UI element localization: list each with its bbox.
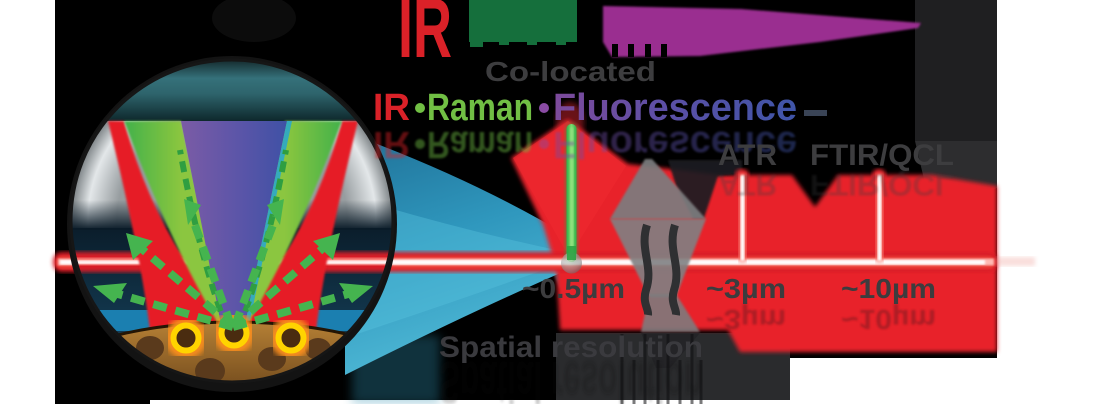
- svg-text:FTIR/QCL: FTIR/QCL: [810, 139, 954, 172]
- svg-text:~3µm: ~3µm: [706, 304, 786, 335]
- svg-text:Fluorescence: Fluorescence: [553, 87, 797, 129]
- svg-text:FTIR/QCL: FTIR/QCL: [810, 168, 954, 201]
- svg-text:IR: IR: [373, 123, 410, 165]
- svg-text:~0.5µm: ~0.5µm: [522, 273, 625, 304]
- svg-text:~3µm: ~3µm: [706, 273, 786, 304]
- svg-text:ATR: ATR: [718, 168, 777, 201]
- svg-text:ATR: ATR: [718, 139, 777, 172]
- svg-text:~10µm: ~10µm: [841, 273, 936, 304]
- svg-text:Co-located: Co-located: [485, 56, 656, 87]
- svg-text:IR: IR: [373, 87, 410, 129]
- svg-text:Raman: Raman: [427, 87, 533, 129]
- svg-text:Fluorescence: Fluorescence: [553, 123, 797, 165]
- svg-text:IR: IR: [398, 0, 452, 75]
- svg-text:Spatial resolution: Spatial resolution: [439, 331, 703, 364]
- svg-text:~10µm: ~10µm: [841, 304, 936, 335]
- svg-text:Raman: Raman: [427, 123, 533, 165]
